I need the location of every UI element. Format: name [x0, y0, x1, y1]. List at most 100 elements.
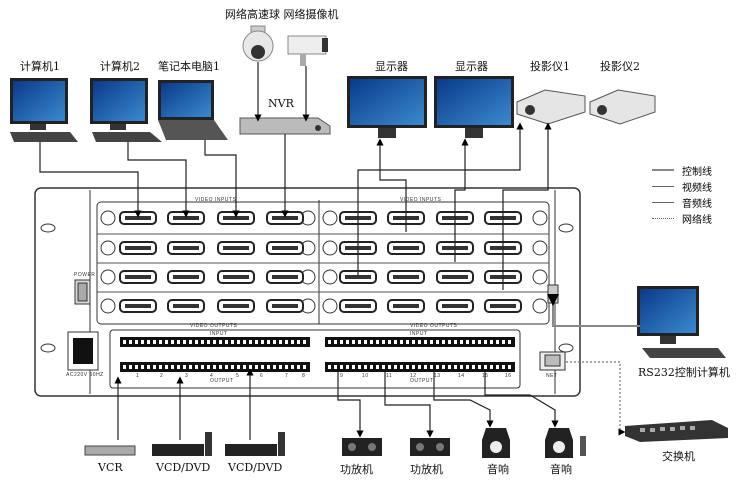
audio-channel-number: 10 [362, 373, 369, 379]
terminal-pin [448, 340, 451, 344]
vcd-dvd-2 [225, 432, 285, 456]
label-nvr: NVR [268, 97, 294, 110]
projector-1 [516, 89, 586, 125]
signal-cable [454, 138, 469, 262]
hdmi-port-slot [393, 304, 419, 308]
output-label-right: OUTPUT [410, 378, 434, 384]
label-amp-2: 功放机 [410, 463, 443, 476]
hdmi-port-slot [442, 275, 468, 279]
hdmi-port-slot [125, 216, 151, 220]
signal-cable [502, 122, 552, 290]
input-label-right: INPUT [410, 331, 428, 337]
hdmi-port-slot [393, 275, 419, 279]
label-projector-1: 投影仪1 [530, 60, 570, 73]
terminal-pin [478, 340, 481, 344]
terminal-pin [394, 340, 397, 344]
terminal-pin [370, 365, 373, 369]
signal-cable [337, 372, 364, 438]
video-inputs-label-right: VIDEO INPUTS [400, 197, 442, 203]
label-switch: 交换机 [662, 450, 695, 463]
hdmi-port-slot [125, 246, 151, 250]
terminal-pin [364, 365, 367, 369]
terminal-pin [297, 365, 300, 369]
legend-label: 网络线 [682, 214, 712, 226]
terminal-pin [406, 340, 409, 344]
terminal-pin [303, 365, 306, 369]
terminal-pin [303, 340, 306, 344]
terminal-pin [478, 365, 481, 369]
laptop-1 [158, 80, 228, 140]
power-label: POWER [74, 272, 96, 278]
legend: 控制线 视频线 音频线 网络线 [652, 162, 712, 226]
control-cable [547, 294, 640, 327]
terminal-pin [225, 365, 228, 369]
terminal-pin [219, 340, 222, 344]
terminal-pin [183, 365, 186, 369]
terminal-pin [213, 340, 216, 344]
signal-cable [433, 372, 494, 428]
hdmi-port-slot [393, 246, 419, 250]
label-cameras: 网络高速球 网络摄像机 [225, 8, 339, 21]
label-computer-2: 计算机2 [100, 60, 140, 73]
bnc-connector [532, 240, 548, 256]
terminal-pin [382, 365, 385, 369]
terminal-pin [424, 365, 427, 369]
terminal-pin [297, 340, 300, 344]
terminal-pin [135, 365, 138, 369]
terminal-pin [394, 365, 397, 369]
terminal-pin [141, 365, 144, 369]
label-vcr: VCR [98, 461, 123, 474]
speaker-1 [482, 428, 510, 458]
audio-channel-number: 16 [505, 373, 512, 379]
terminal-pin [279, 340, 282, 344]
terminal-pin [291, 365, 294, 369]
amplifier-2 [410, 438, 450, 456]
audio-channel-number: 12 [410, 373, 417, 379]
terminal-pin [358, 365, 361, 369]
terminal-pin [352, 340, 355, 344]
terminal-pin [261, 365, 264, 369]
terminal-pin [207, 340, 210, 344]
terminal-pin [436, 365, 439, 369]
terminal-pin [430, 340, 433, 344]
terminal-pin [177, 365, 180, 369]
terminal-pin [153, 340, 156, 344]
terminal-pin [448, 365, 451, 369]
terminal-pin [255, 365, 258, 369]
terminal-pin [213, 365, 216, 369]
terminal-pin [406, 365, 409, 369]
hdmi-port-slot [272, 304, 298, 308]
label-monitor-1: 显示器 [375, 60, 408, 73]
bnc-connector [322, 269, 338, 285]
hdmi-port-slot [272, 246, 298, 250]
monitor-2 [434, 76, 514, 138]
terminal-pin [502, 340, 505, 344]
bnc-connector [532, 269, 548, 285]
terminal-pin [159, 340, 162, 344]
terminal-pin [249, 365, 252, 369]
legend-control-line: 控制线 [652, 162, 712, 178]
network-cable [566, 361, 626, 436]
hdmi-port-slot [173, 246, 199, 250]
network-camera [287, 35, 328, 66]
terminal-pin [273, 365, 276, 369]
hdmi-port-slot [125, 304, 151, 308]
computer-2 [90, 78, 162, 142]
label-projector-2: 投影仪2 [600, 60, 640, 73]
terminal-pin [418, 365, 421, 369]
terminal-pin [123, 340, 126, 344]
terminal-pin [346, 365, 349, 369]
bnc-connector [532, 298, 548, 314]
terminal-pin [358, 340, 361, 344]
legend-label: 视频线 [682, 182, 712, 194]
computer-1 [10, 78, 78, 142]
video-outputs-label-right: VIDEO OUTPUTS [410, 323, 458, 329]
terminal-pin [201, 340, 204, 344]
monitor-1 [347, 76, 427, 138]
label-computer-1: 计算机1 [20, 60, 60, 73]
label-dvd-1: VCD/DVD [156, 461, 211, 474]
signal-cable [357, 122, 524, 275]
terminal-pin [328, 365, 331, 369]
audio-channel-number: 2 [160, 373, 164, 379]
